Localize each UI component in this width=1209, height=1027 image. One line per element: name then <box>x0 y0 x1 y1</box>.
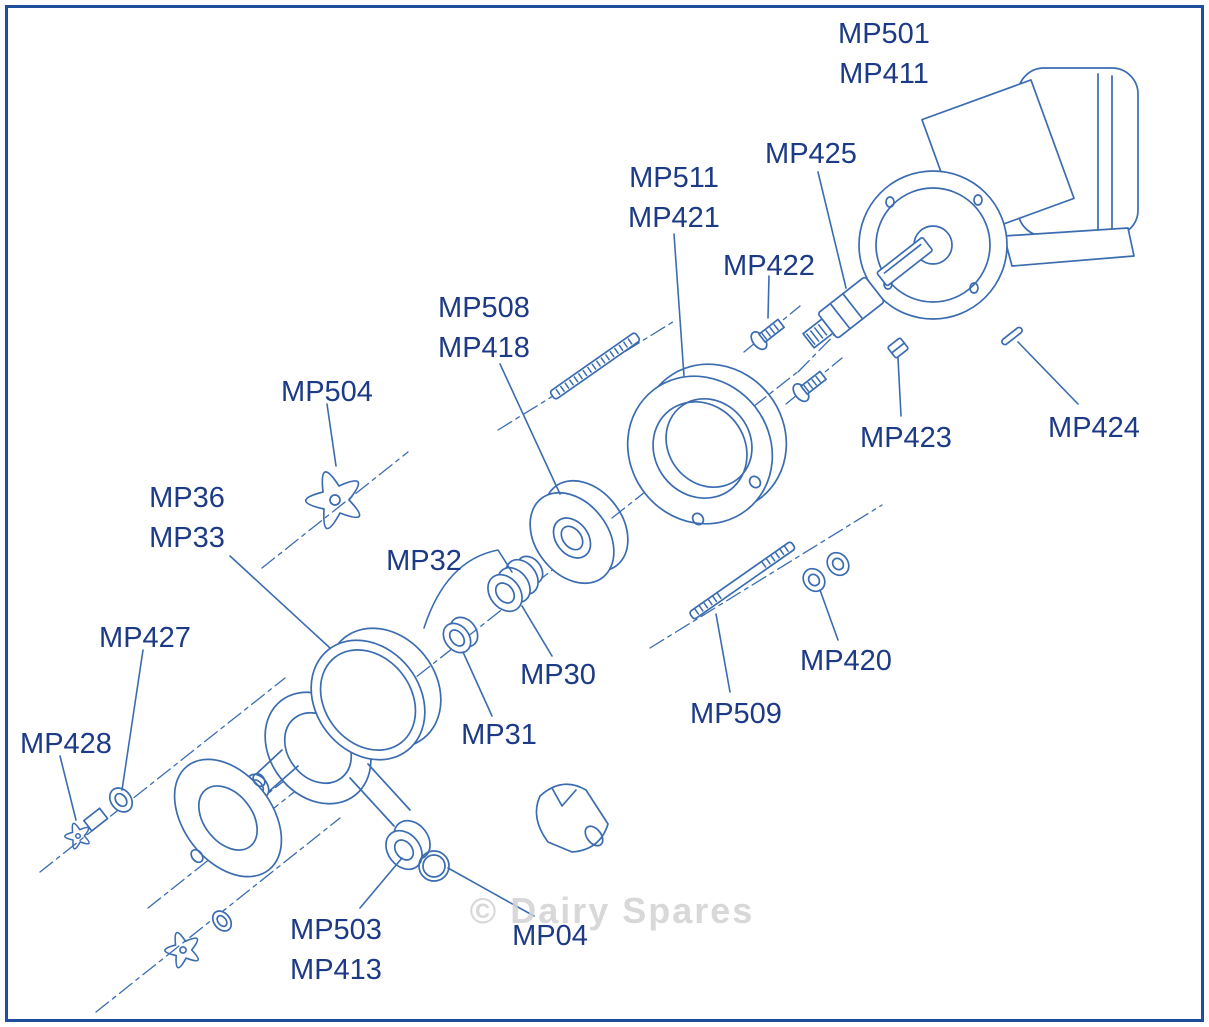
pump-casing-illustration <box>246 627 450 882</box>
label-mp503-mp413: MP503 MP413 <box>290 914 382 987</box>
nut-mp427-illustration <box>108 787 134 813</box>
label-mp31: MP31 <box>461 719 537 751</box>
watermark-text: © Dairy Spares <box>469 890 755 931</box>
label-mp504: MP504 <box>281 376 373 408</box>
label-mp32: MP32 <box>386 545 462 577</box>
label-mp501-mp411: MP501 MP411 <box>838 18 930 91</box>
nut-mp423-illustration <box>887 337 909 359</box>
label-mp30: MP30 <box>520 659 596 691</box>
coupling-mp425-illustration <box>802 276 885 349</box>
bolt-mp422-illustration <box>750 318 785 351</box>
outlet-elbow-illustration <box>535 783 609 853</box>
adapter-flange-illustration <box>626 363 788 526</box>
label-mp04: MP04 <box>512 920 588 952</box>
o-ring-mp04-illustration <box>418 850 450 882</box>
label-mp36-mp33: MP36 MP33 <box>149 482 225 555</box>
motor-shaft <box>876 237 933 287</box>
motor-illustration <box>858 67 1139 320</box>
label-mp509: MP509 <box>690 698 782 730</box>
key-mp424-illustration <box>1001 326 1023 346</box>
label-mp511-mp421: MP511 MP421 <box>628 162 720 235</box>
label-mp425: MP425 <box>765 138 857 170</box>
label-mp508-mp418: MP508 MP418 <box>438 292 530 365</box>
impeller-illustration <box>304 471 361 530</box>
mechanical-seal-illustration <box>487 555 544 613</box>
knob-and-washer-illustration <box>164 910 233 969</box>
seal-housing-illustration <box>529 479 629 585</box>
label-mp424: MP424 <box>1048 412 1140 444</box>
shaft-mp509-illustration <box>689 541 796 620</box>
label-mp423: MP423 <box>860 422 952 454</box>
label-mp427: MP427 <box>99 622 191 654</box>
clamp-mp503-illustration <box>385 819 431 871</box>
label-mp420: MP420 <box>800 645 892 677</box>
gasket-illustration <box>173 758 283 878</box>
stud-illustration <box>549 332 641 400</box>
plug-mp428-illustration <box>64 807 109 850</box>
bolt-second-illustration <box>792 370 827 403</box>
label-mp422: MP422 <box>723 250 815 282</box>
seal-seat-illustration <box>442 616 479 654</box>
leader-lines <box>59 171 1079 917</box>
label-mp428: MP428 <box>20 728 112 760</box>
nuts-mp420-illustration <box>802 551 850 593</box>
